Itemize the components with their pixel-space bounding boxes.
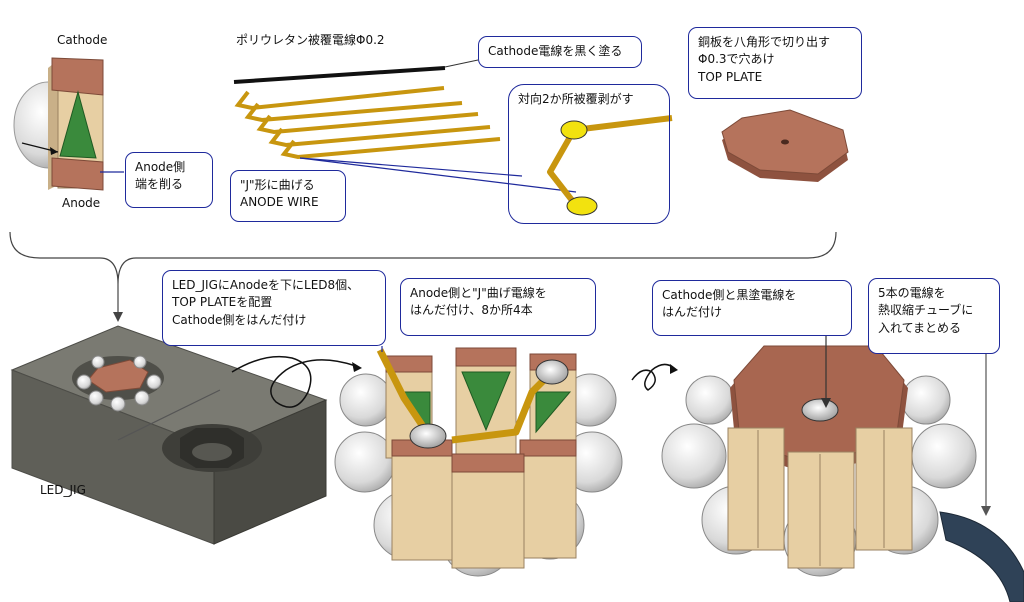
wire-title-label: ポリウレタン被覆電線Φ0.2 (236, 33, 385, 47)
callout-step3-line2: はんだ付け (662, 305, 723, 320)
callout-anode-trim: Anode側 端を削る (125, 152, 213, 208)
callout-cathode-paint-line1: Cathode電線を黒く塗る (488, 44, 623, 58)
anode-label: Anode (62, 196, 101, 210)
callout-step2-line1: Anode側と"J"曲げ電線を (410, 286, 547, 300)
callout-step2-line2: はんだ付け、8か所4本 (410, 303, 533, 318)
callout-top-plate-line1: 銅板を八角形で切り出す (698, 35, 831, 49)
callout-step4-line3: 入れてまとめる (878, 320, 962, 335)
callout-top-plate-line3: TOP PLATE (698, 69, 763, 84)
callout-step2: Anode側と"J"曲げ電線を はんだ付け、8か所4本 (400, 278, 596, 336)
callout-step3-line1: Cathode側と黒塗電線を (662, 288, 797, 302)
flow-arrow-1 (231, 355, 362, 408)
callout-step4-line1: 5本の電線を (878, 286, 946, 300)
callout-j-bend-line2: ANODE WIRE (240, 195, 319, 210)
flow-arrow-2 (631, 363, 678, 391)
callout-step4: 5本の電線を 熱収縮チューブに 入れてまとめる (868, 278, 1000, 354)
callout-step3: Cathode側と黒塗電線を はんだ付け (652, 280, 852, 336)
callout-step4-line2: 熱収縮チューブに (878, 303, 974, 318)
callout-strip-line1: 対向2か所被覆剥がす (518, 92, 634, 106)
brace-line (9, 231, 837, 322)
single-led-component (13, 57, 104, 191)
wire-illustration (233, 59, 673, 216)
callout-step1: LED_JIGにAnodeを下にLED8個、 TOP PLATEを配置 Cath… (162, 270, 386, 346)
callout-step1-line3: Cathode側をはんだ付け (172, 312, 307, 327)
callout-anode-trim-line2: 端を削る (135, 177, 184, 192)
callout-j-bend: "J"形に曲げる ANODE WIRE (230, 170, 346, 222)
callout-step1-line1: LED_JIGにAnodeを下にLED8個、 (172, 278, 360, 292)
callout-top-plate-line2: Φ0.3で穴あけ (698, 52, 775, 67)
callout-top-plate: 銅板を八角形で切り出す Φ0.3で穴あけ TOP PLATE (688, 27, 862, 99)
top-plate-octagon (721, 109, 849, 182)
callout-step1-line2: TOP PLATEを配置 (172, 295, 273, 310)
led-jig-label: LED_JIG (40, 483, 86, 497)
cathode-label: Cathode (57, 33, 108, 47)
led-ring-with-top-plate (661, 345, 1024, 602)
callout-cathode-paint: Cathode電線を黒く塗る (478, 36, 642, 68)
callout-anode-trim-line1: Anode側 (135, 160, 186, 174)
callout-strip: 対向2か所被覆剥がす (508, 84, 670, 224)
led-jig-block (10, 325, 328, 545)
led-ring-with-anode-wires (334, 347, 623, 577)
callout-j-bend-line1: "J"形に曲げる (240, 178, 315, 192)
